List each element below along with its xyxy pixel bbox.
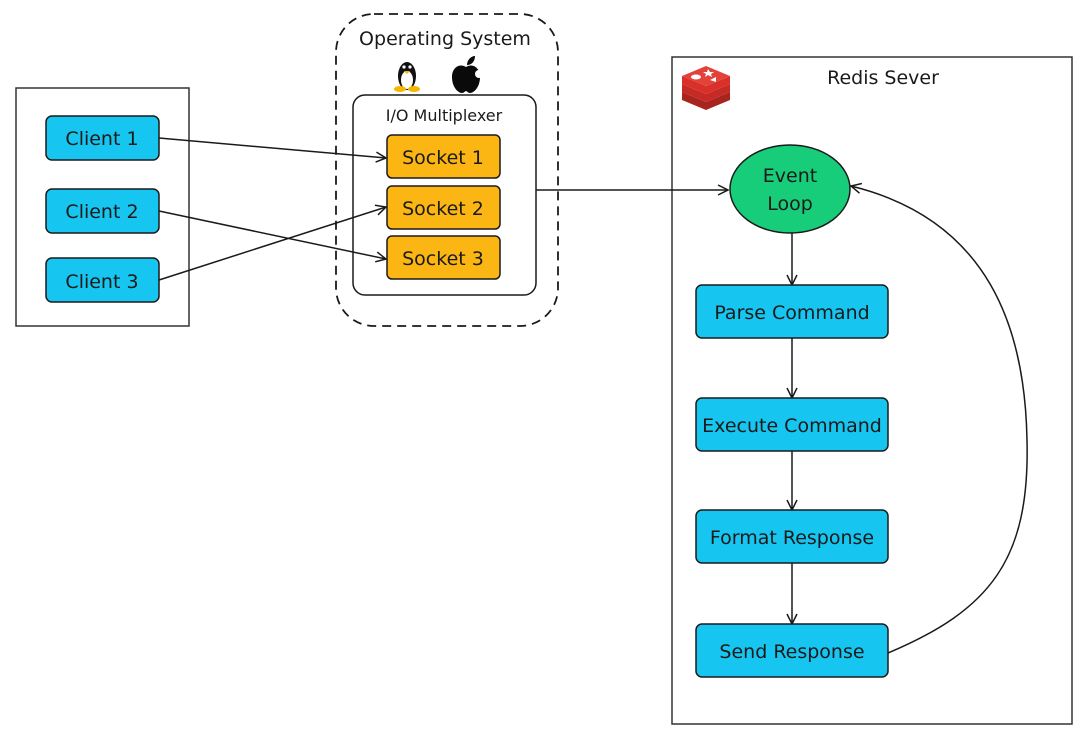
client-2-label: Client 2 bbox=[65, 201, 138, 223]
os-title: Operating System bbox=[359, 28, 531, 50]
arrow-send-eventloop bbox=[851, 186, 1028, 654]
redis-server-title: Redis Sever bbox=[827, 67, 939, 89]
execute-command-node[interactable]: Execute Command bbox=[695, 397, 889, 452]
execute-command-label: Execute Command bbox=[702, 415, 882, 437]
send-response-label: Send Response bbox=[719, 641, 864, 663]
client-1-label: Client 1 bbox=[65, 128, 138, 150]
client-2-node[interactable]: Client 2 bbox=[45, 188, 160, 234]
event-loop-label-line1: Event bbox=[763, 165, 817, 187]
format-response-label: Format Response bbox=[710, 527, 874, 549]
arrow-client3-socket2 bbox=[158, 207, 386, 281]
client-1-node[interactable]: Client 1 bbox=[45, 115, 160, 161]
linux-tux-icon bbox=[394, 62, 420, 92]
socket-2-node[interactable]: Socket 2 bbox=[386, 185, 501, 230]
arrow-client2-socket3 bbox=[158, 210, 386, 259]
client-3-label: Client 3 bbox=[65, 271, 138, 293]
format-response-node[interactable]: Format Response bbox=[695, 509, 889, 564]
socket-2-label: Socket 2 bbox=[402, 198, 484, 220]
io-multiplexer-title: I/O Multiplexer bbox=[386, 106, 503, 125]
event-loop-label-line2: Loop bbox=[767, 193, 813, 215]
parse-command-label: Parse Command bbox=[714, 302, 869, 324]
event-loop-node[interactable]: Event Loop bbox=[729, 144, 851, 234]
arrow-client1-socket1 bbox=[158, 137, 386, 158]
socket-1-node[interactable]: Socket 1 bbox=[386, 134, 501, 179]
redis-logo-icon bbox=[682, 66, 730, 110]
socket-3-node[interactable]: Socket 3 bbox=[386, 235, 501, 280]
send-response-node[interactable]: Send Response bbox=[695, 623, 889, 678]
parse-command-node[interactable]: Parse Command bbox=[695, 284, 889, 339]
os-boundary bbox=[335, 13, 559, 327]
socket-1-label: Socket 1 bbox=[402, 147, 484, 169]
apple-icon bbox=[452, 56, 483, 93]
socket-3-label: Socket 3 bbox=[402, 248, 484, 270]
client-3-node[interactable]: Client 3 bbox=[45, 257, 160, 303]
